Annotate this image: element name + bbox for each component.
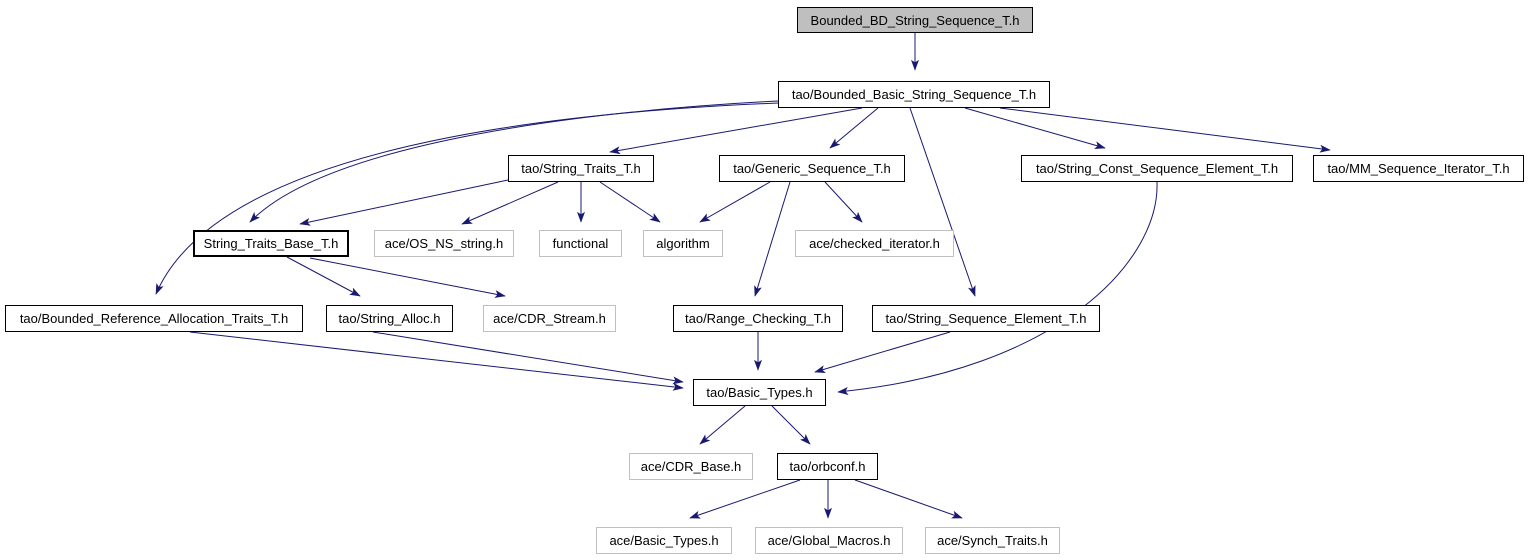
graph-node-strtraits[interactable]: tao/String_Traits_T.h [508,155,654,182]
graph-node-basictypes[interactable]: tao/Basic_Types.h [693,379,826,406]
graph-node-label: tao/Bounded_Basic_String_Sequence_T.h [791,87,1037,102]
graph-node-label: ace/Global_Macros.h [767,533,891,548]
graph-node-boundedref[interactable]: tao/Bounded_Reference_Allocation_Traits_… [5,305,303,332]
graph-node-label: tao/Generic_Sequence_T.h [733,161,891,176]
graph-node-root[interactable]: Bounded_BD_String_Sequence_T.h [797,7,1033,33]
graph-edge [909,107,976,297]
graph-node-checkedit[interactable]: ace/checked_iterator.h [795,230,954,257]
graph-edge [599,181,661,223]
graph-node-label: functional [552,236,609,251]
graph-edge [699,181,771,223]
graph-edge [286,256,361,297]
graph-node-label: String_Traits_Base_T.h [203,236,339,251]
graph-edge [771,405,811,445]
graph-node-osnsstring[interactable]: ace/OS_NS_string.h [374,230,514,257]
graph-edge [829,107,879,149]
graph-edge [249,100,779,223]
graph-edge [699,405,746,445]
graph-edge [372,331,684,385]
graph-edge [824,181,863,223]
graph-node-label: tao/Range_Checking_T.h [685,311,831,326]
graph-edge [854,479,963,519]
graph-node-bbss[interactable]: tao/Bounded_Basic_String_Sequence_T.h [778,81,1050,108]
graph-node-label: ace/checked_iterator.h [809,236,940,251]
graph-edge [309,257,506,298]
graph-edge [299,179,509,226]
graph-edge [964,107,1106,150]
graph-node-strseqel[interactable]: tao/String_Sequence_Element_T.h [872,305,1100,332]
graph-edge [155,102,779,295]
graph-node-mmseqit[interactable]: tao/MM_Sequence_Iterator_T.h [1313,155,1524,182]
graph-node-rangechk[interactable]: tao/Range_Checking_T.h [673,305,843,332]
graph-node-stralloc[interactable]: tao/String_Alloc.h [326,305,453,332]
graph-node-label: algorithm [656,236,710,251]
graph-edge [609,107,863,155]
graph-node-genseq[interactable]: tao/Generic_Sequence_T.h [719,155,905,182]
graph-edge [461,181,559,225]
graph-node-label: ace/Synch_Traits.h [937,533,1048,548]
graph-node-orbconf[interactable]: tao/orbconf.h [777,453,878,480]
graph-node-aceglobal[interactable]: ace/Global_Macros.h [755,527,903,554]
graph-node-label: tao/Basic_Types.h [706,385,813,400]
graph-node-cdrbase[interactable]: ace/CDR_Base.h [629,453,753,480]
graph-node-label: tao/String_Const_Sequence_Element_T.h [1035,161,1279,176]
graph-node-label: Bounded_BD_String_Sequence_T.h [810,12,1020,28]
graph-edge [837,181,1158,395]
graph-node-acebasic[interactable]: ace/Basic_Types.h [596,527,732,554]
graph-node-acesynch[interactable]: ace/Synch_Traits.h [925,527,1060,554]
graph-node-label: tao/MM_Sequence_Iterator_T.h [1327,161,1510,176]
graph-node-label: tao/orbconf.h [789,459,866,474]
graph-edge [189,331,684,391]
graph-node-label: tao/Bounded_Reference_Allocation_Traits_… [19,311,289,326]
graph-node-cdrstream[interactable]: ace/CDR_Stream.h [483,305,616,332]
graph-edge [814,331,951,373]
graph-node-label: ace/CDR_Stream.h [493,311,606,326]
graph-node-label: tao/String_Sequence_Element_T.h [885,311,1087,326]
graph-node-label: ace/OS_NS_string.h [384,236,504,251]
graph-edge [689,479,801,519]
graph-node-label: ace/Basic_Types.h [609,533,719,548]
graph-node-functional[interactable]: functional [539,230,622,257]
graph-node-strtraitsb[interactable]: String_Traits_Base_T.h [193,230,349,257]
graph-node-algorithm[interactable]: algorithm [643,230,723,257]
graph-node-label: tao/String_Traits_T.h [521,161,641,176]
graph-node-strconstel[interactable]: tao/String_Const_Sequence_Element_T.h [1021,155,1293,182]
graph-edge [754,181,791,297]
graph-node-label: tao/String_Alloc.h [338,311,441,326]
graph-edge [999,107,1331,153]
graph-node-label: ace/CDR_Base.h [640,459,742,474]
